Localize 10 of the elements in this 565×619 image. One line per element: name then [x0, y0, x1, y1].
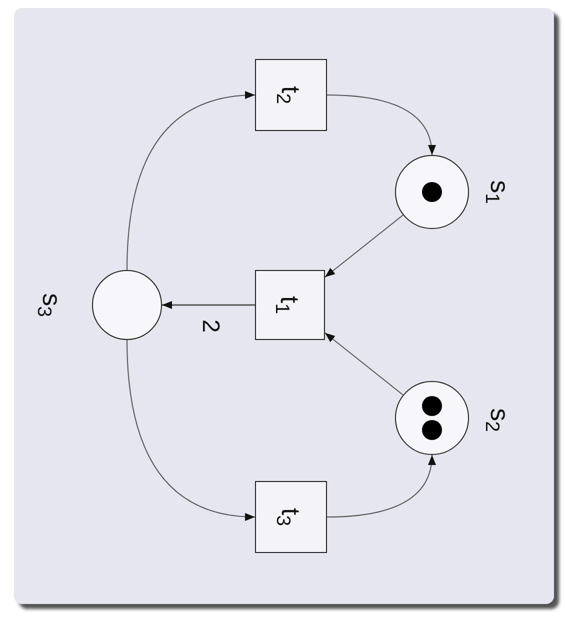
- arc-arrow: [326, 454, 436, 518]
- transition-box: [255, 270, 325, 340]
- arc-arrow: [324, 332, 404, 396]
- transition-box: [255, 481, 327, 553]
- arc-arrow: [126, 92, 256, 270]
- transition-box: [255, 59, 327, 131]
- arc-arrow: [324, 214, 404, 278]
- arc-arrow: [162, 301, 255, 309]
- arc-arrow: [126, 340, 256, 520]
- arc-arrow: [326, 94, 436, 156]
